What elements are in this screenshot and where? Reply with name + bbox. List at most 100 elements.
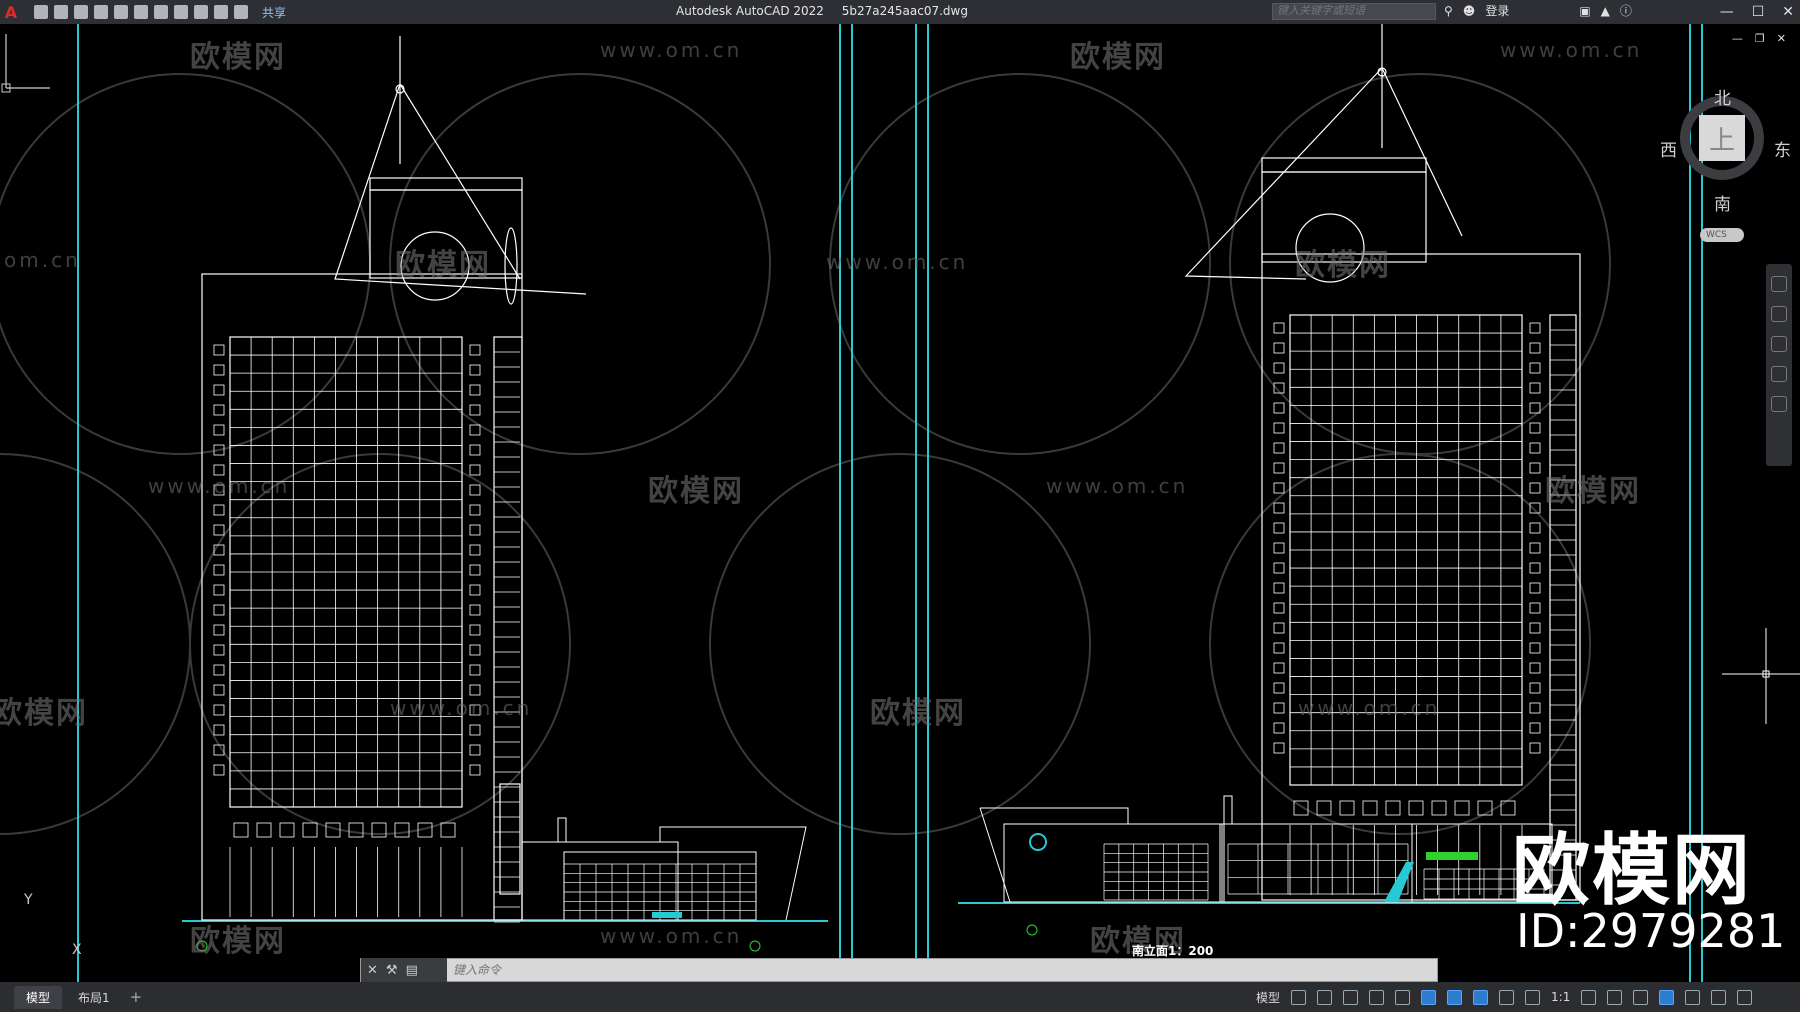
add-layout-icon[interactable]: + <box>129 988 143 1006</box>
compass-east[interactable]: 东 <box>1774 141 1791 161</box>
share-button[interactable]: 共享 <box>262 5 287 20</box>
autocad-logo-icon[interactable]: A <box>4 2 18 22</box>
viewport-controls: — ❐ ✕ <box>1732 32 1786 45</box>
tab-layout1[interactable]: 布局1 <box>78 990 110 1005</box>
decor-elements <box>196 833 1478 952</box>
isolate-objects-icon[interactable] <box>1659 989 1675 1005</box>
wcs-menu[interactable]: WCS <box>1700 228 1744 242</box>
customize-icon[interactable]: ⚒ <box>385 962 398 978</box>
viewcube[interactable]: 上 北 西 东 南 WCS <box>1660 74 1791 242</box>
grid-icon[interactable] <box>1291 989 1307 1005</box>
watermark-brand-partial: 欧模网 <box>0 696 88 731</box>
watermark-brand: 欧模网 <box>190 924 286 959</box>
isodraft-icon[interactable] <box>1395 989 1411 1005</box>
steering-wheel-icon[interactable] <box>1771 276 1787 292</box>
new-file-icon[interactable] <box>34 5 48 19</box>
save-to-web-icon[interactable] <box>134 5 148 19</box>
recent-commands-icon[interactable]: ▤ <box>405 962 418 978</box>
title-bar: A 共享 Autodesk AutoCAD 2022 5b27a245aac07… <box>0 0 1800 24</box>
share-icon[interactable] <box>234 5 248 19</box>
viewport-minimize-icon[interactable]: — <box>1731 32 1743 45</box>
command-line-controls: ✕ ⚒ ▤ <box>361 958 447 982</box>
close-icon[interactable]: ✕ <box>367 962 378 978</box>
cyan-axis-lines <box>77 24 1703 982</box>
watermark-brand: 欧模网 <box>870 696 966 731</box>
zoom-icon[interactable] <box>1771 336 1787 352</box>
orbit-icon[interactable] <box>1771 366 1787 382</box>
compass-west[interactable]: 西 <box>1660 141 1677 161</box>
auto-scale-icon[interactable] <box>1499 989 1515 1005</box>
close-icon[interactable]: ✕ <box>1782 4 1794 20</box>
ucs-y-label: Y <box>24 892 33 908</box>
watermark-brand: 欧模网 <box>190 40 286 75</box>
tab-model[interactable]: 模型 <box>14 985 63 1009</box>
user-icon[interactable]: ☻ <box>1462 3 1476 18</box>
help-search-input[interactable] <box>1272 3 1436 20</box>
login-button[interactable]: 登录 <box>1485 4 1510 18</box>
title-right-tools: ⚲ ☻ 登录 ▣ ▲ ⓘ <box>1444 2 1632 19</box>
open-from-web-icon[interactable] <box>114 5 128 19</box>
watermark-url: www.om.cn <box>826 250 969 274</box>
annotation-scale-icon[interactable] <box>1525 989 1541 1005</box>
showmotion-icon[interactable] <box>1771 396 1787 412</box>
viewcube-compass-ring[interactable] <box>1680 96 1764 180</box>
redo-icon[interactable] <box>194 5 208 19</box>
watermark-url: www.om.cn <box>1298 696 1441 720</box>
customization-menu-icon[interactable] <box>1737 989 1753 1005</box>
open-file-icon[interactable] <box>54 5 68 19</box>
polar-icon[interactable] <box>1369 989 1385 1005</box>
watermark-url-partial: om.cn <box>4 248 81 272</box>
hardware-acceleration-icon[interactable] <box>1685 989 1701 1005</box>
compass-south[interactable]: 南 <box>1714 195 1731 215</box>
clean-screen-icon[interactable] <box>1711 989 1727 1005</box>
viewcube-top-face[interactable]: 上 <box>1699 115 1745 161</box>
viewport-restore-icon[interactable]: ❐ <box>1754 32 1765 45</box>
compass-north[interactable]: 北 <box>1714 89 1731 109</box>
watermark-url: www.om.cn <box>1500 38 1643 62</box>
units-icon[interactable] <box>1633 989 1649 1005</box>
watermark-url: www.om.cn <box>600 38 743 62</box>
command-input[interactable] <box>447 959 1415 981</box>
quick-access-toolbar: 共享 <box>34 4 286 21</box>
command-line: ✕ ⚒ ▤ <box>360 958 1438 982</box>
minimize-icon[interactable]: — <box>1719 4 1734 20</box>
object-snap-tracking-icon[interactable] <box>1421 989 1437 1005</box>
scale-selector[interactable]: 1:1 <box>1551 990 1571 1004</box>
search-icon[interactable]: ⚲ <box>1444 3 1453 18</box>
right-building-elevation <box>1184 24 1581 901</box>
undo-icon[interactable] <box>174 5 188 19</box>
viewport-close-icon[interactable]: ✕ <box>1776 32 1786 45</box>
maximize-icon[interactable]: ☐ <box>1751 4 1765 20</box>
workspace-icon[interactable] <box>214 5 228 19</box>
left-podium-grid <box>563 863 757 921</box>
model-space-button[interactable]: 模型 <box>1256 990 1281 1005</box>
ucs-x-label: X <box>72 942 82 958</box>
object-snap-icon[interactable] <box>1447 989 1463 1005</box>
crosshair-cursor <box>1722 628 1800 724</box>
window-controls: — ☐ ✕ <box>1720 0 1794 24</box>
pan-icon[interactable] <box>1771 306 1787 322</box>
annotation-monitor-icon[interactable] <box>1607 989 1623 1005</box>
workspace-gear-icon[interactable] <box>1581 989 1597 1005</box>
snap-icon[interactable] <box>1317 989 1333 1005</box>
save-icon[interactable] <box>74 5 88 19</box>
watermark-brand: 欧模网 <box>648 474 744 509</box>
annotation-visibility-icon[interactable] <box>1473 989 1489 1005</box>
watermark-id: ID:2979281 <box>1516 904 1786 958</box>
window-title: Autodesk AutoCAD 2022 5b27a245aac07.dwg <box>676 4 982 18</box>
watermark-url: www.om.cn <box>1046 474 1189 498</box>
ortho-icon[interactable] <box>1343 989 1359 1005</box>
watermark-url: www.om.cn <box>390 696 533 720</box>
cart-icon[interactable]: ▣ <box>1579 3 1591 18</box>
cad-drawing <box>0 24 1800 982</box>
autodesk-a360-icon[interactable]: ▲ <box>1600 3 1610 18</box>
status-tools: 模型 1:1 <box>1256 982 1753 1012</box>
watermark-url: www.om.cn <box>148 474 291 498</box>
help-icon[interactable]: ⓘ <box>1619 4 1632 18</box>
watermark-brand: 欧模网 <box>1545 474 1641 509</box>
left-curtain-wall-grid <box>213 336 520 923</box>
plot-icon[interactable] <box>154 5 168 19</box>
drawing-canvas[interactable]: 欧模网 www.om.cn 欧模网 www.om.cn om.cn 欧模网 ww… <box>0 24 1800 982</box>
ucs-icon <box>1 34 50 93</box>
save-as-icon[interactable] <box>94 5 108 19</box>
